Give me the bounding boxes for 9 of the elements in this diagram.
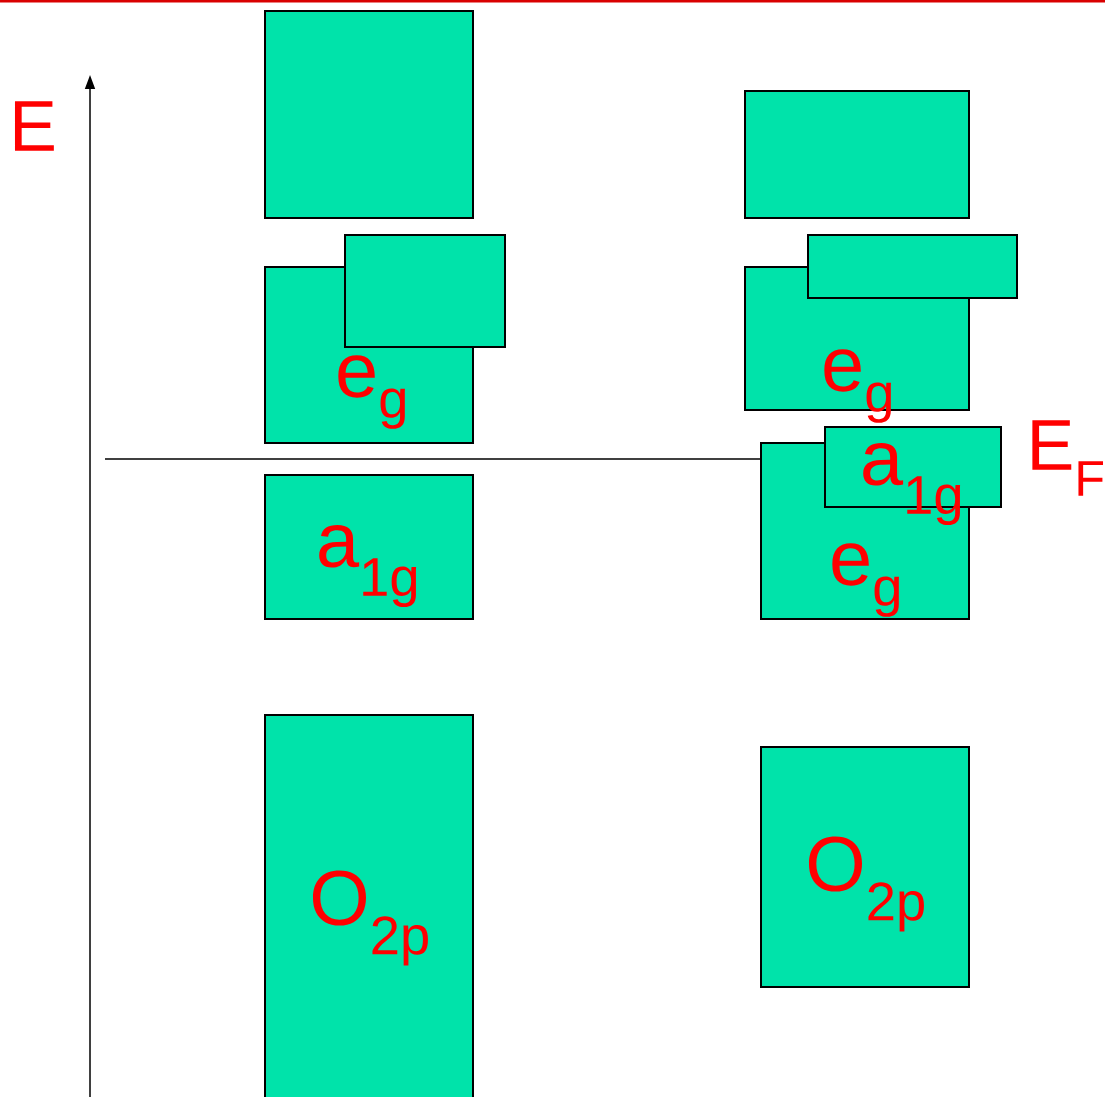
band-box — [264, 10, 474, 219]
axis-label: E — [15, 101, 54, 151]
band-box — [744, 90, 970, 219]
axis-label: E$_{F}$ — [1032, 420, 1103, 496]
band-box — [344, 234, 506, 348]
band-box: O$_{2p}$ — [264, 714, 474, 1097]
band-box: a$_{1g}$ — [264, 474, 474, 620]
band-box — [807, 234, 1018, 299]
band-box: O$_{2p}$ — [760, 746, 970, 988]
